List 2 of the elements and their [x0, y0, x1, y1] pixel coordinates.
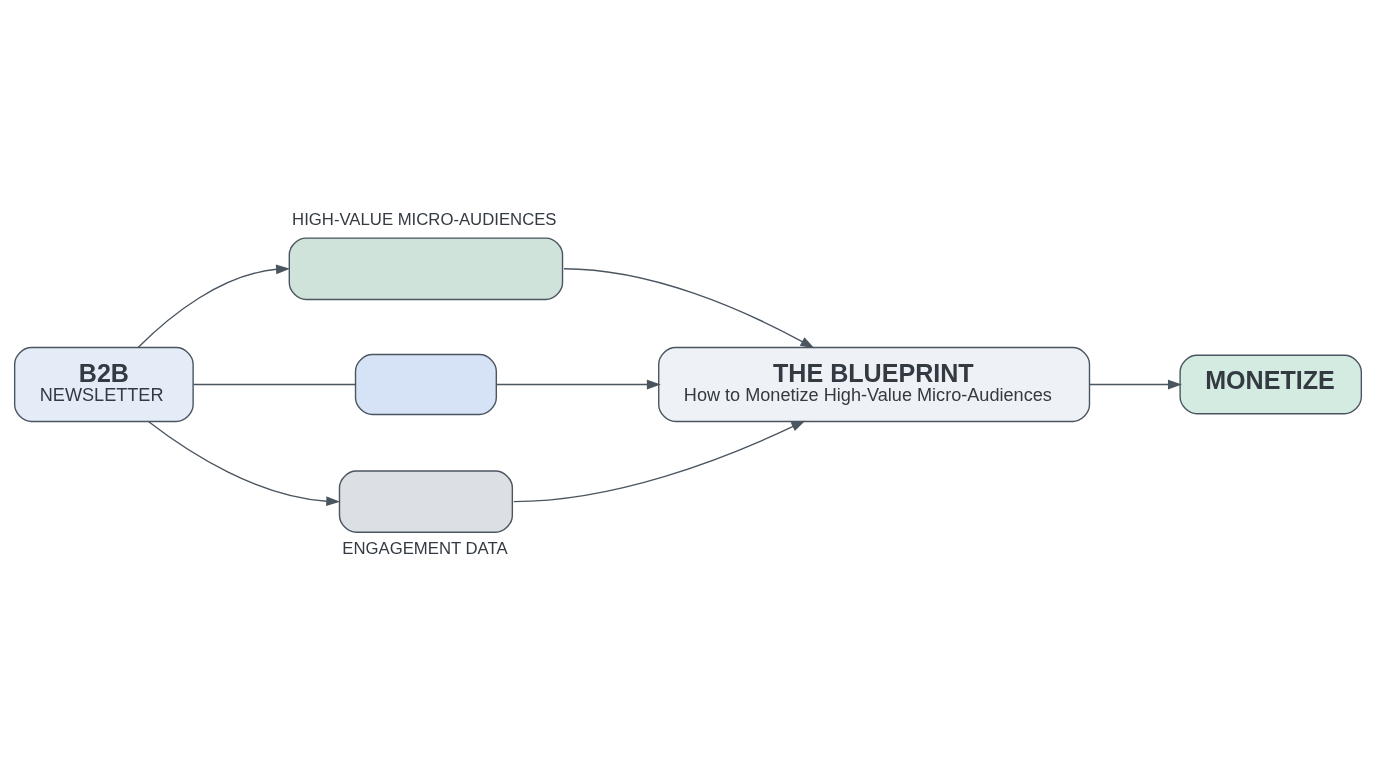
node-label: ENGAGEMENT DATA [342, 538, 508, 558]
node-label: HIGH-VALUE MICRO-AUDIENCES [292, 209, 557, 229]
